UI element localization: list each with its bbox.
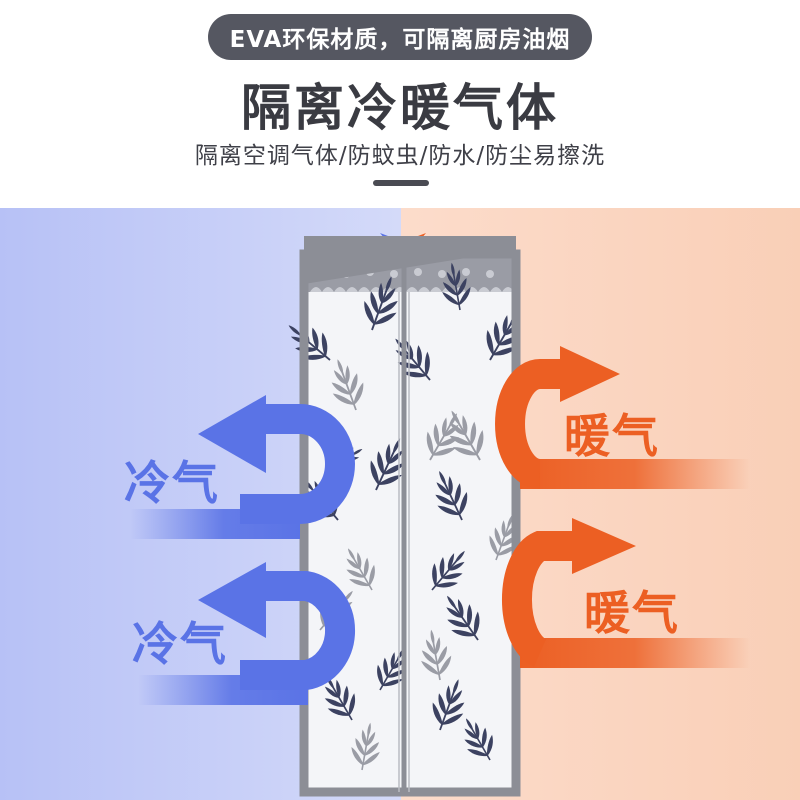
feature-subheadline: 隔离空调气体/防蚊虫/防水/防尘易擦洗 xyxy=(194,143,606,169)
material-pill: EVA环保材质，可隔离厨房油烟 xyxy=(208,14,592,60)
headline: 隔离冷暖气体 xyxy=(241,79,559,137)
warm-air-label: 暖气 xyxy=(564,409,660,463)
cold-air-label: 冷气 xyxy=(132,617,228,671)
warm-airflow-arrow-top xyxy=(495,346,750,489)
warm-airflow-arrow-bottom xyxy=(501,518,750,668)
cold-air-label: 冷气 xyxy=(124,456,220,510)
cold-airflow-arrow-top xyxy=(130,395,355,539)
screen-curtain xyxy=(277,236,535,797)
divider xyxy=(373,180,429,186)
cold-airflow-arrow-bottom xyxy=(138,562,355,705)
warm-air-label: 暖气 xyxy=(584,586,680,640)
insulation-scene xyxy=(0,208,800,800)
